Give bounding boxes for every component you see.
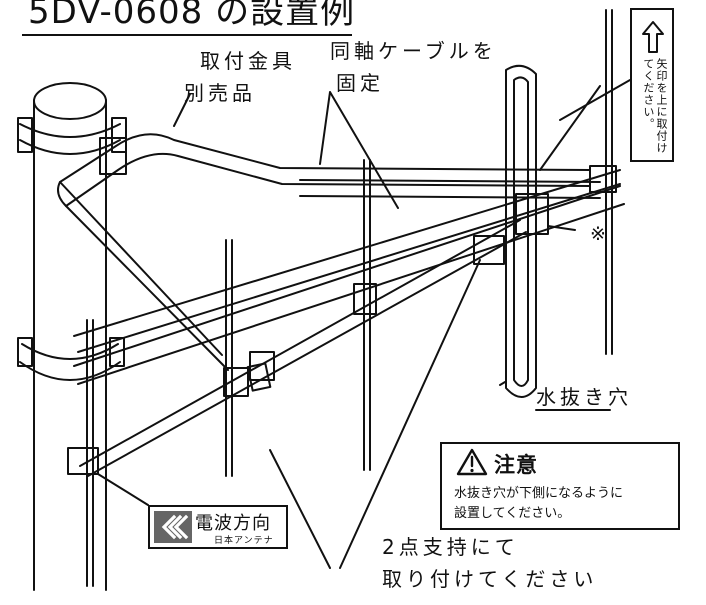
title-underline bbox=[22, 34, 352, 36]
support-loop bbox=[57, 133, 591, 207]
leader-lines bbox=[173, 79, 631, 569]
sold-separately-label: 別売品 bbox=[184, 81, 256, 105]
caution-line-2: 設置してください。 bbox=[454, 505, 571, 521]
warning-triangle-icon bbox=[456, 448, 488, 476]
wave-direction-box: 電波方向 日本アンテナ bbox=[148, 505, 288, 549]
wave-direction-main: 電波方向 bbox=[195, 513, 271, 534]
arrow-up-icon bbox=[642, 21, 664, 53]
note-mark: ※ bbox=[590, 223, 611, 245]
fix-cable-label-line2: 固定 bbox=[336, 71, 384, 95]
caution-title: 注意 bbox=[494, 453, 538, 477]
caution-line-1: 水抜き穴が下側になるように bbox=[454, 486, 624, 501]
vertical-loop bbox=[505, 64, 537, 398]
radio-wave-direction-icon bbox=[154, 511, 192, 543]
fix-cable-label-line1: 同軸ケーブルを bbox=[330, 39, 497, 63]
mast-pole bbox=[33, 99, 107, 591]
arrow-up-instruction-tag: 矢印を上に取付けてください。 bbox=[630, 8, 674, 162]
two-point-label-line2: 取り付けてください bbox=[382, 567, 598, 591]
two-point-label-line1: 2点支持にて bbox=[382, 535, 519, 559]
caution-box: 注意 水抜き穴が下側になるように 設置してください。 bbox=[440, 442, 680, 530]
wave-direction-sub: 日本アンテナ bbox=[214, 536, 274, 546]
mount-bracket-label: 取付金具 bbox=[200, 49, 296, 73]
mast-top bbox=[33, 82, 107, 120]
caution-body: 水抜き穴が下側になるように 設置してください。 bbox=[454, 484, 623, 523]
page-title: 5DV-0608 の設置例 bbox=[28, 0, 356, 32]
tag-instruction-text: 矢印を上に取付けてください。 bbox=[641, 58, 668, 154]
drain-hole-label: 水抜き穴 bbox=[536, 385, 632, 409]
